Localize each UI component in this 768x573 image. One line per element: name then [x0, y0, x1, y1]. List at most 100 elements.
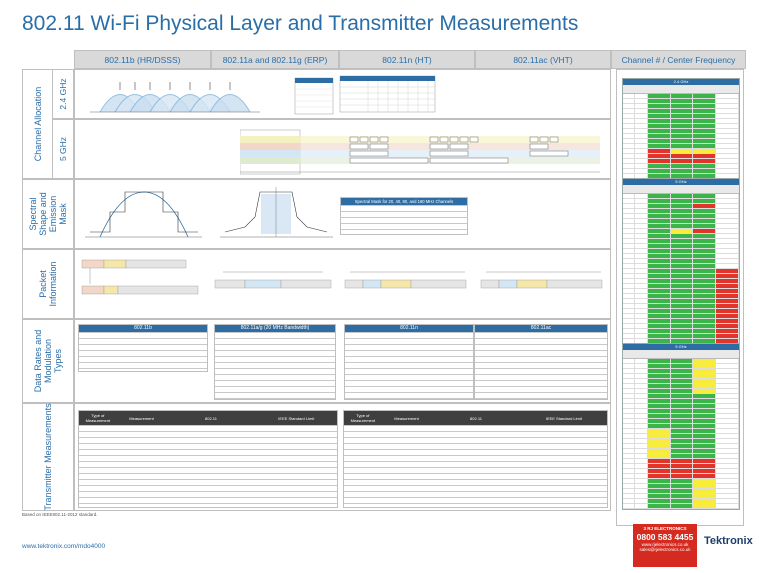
channel-status-row [623, 374, 739, 379]
channel-status-row [623, 214, 739, 219]
channel-status-row [623, 149, 739, 154]
channel-status-row [623, 454, 739, 459]
column-header-80211ac: 802.11ac (VHT) [475, 50, 611, 69]
channel-status-row [623, 154, 739, 159]
table-80211b-rates-title: 802.11b [79, 325, 207, 332]
row-label-spectral: Spectral Shape and Emission Mask [22, 179, 74, 249]
channel-status-row [623, 139, 739, 144]
channel-status-row [623, 204, 739, 209]
footer-note: Based on IEEE802.11-2012 standard. [22, 512, 98, 517]
channel-status-row [623, 169, 739, 174]
table-80211ac-rates-title: 802.11ac [475, 325, 607, 332]
channel-status-row [623, 449, 739, 454]
channel-allocation-5ghz-figure [240, 129, 600, 175]
channel-status-row [623, 124, 739, 129]
spectral-80211b-figure [85, 191, 202, 238]
promo-box: 3 RJ ELECTRONICS 0800 583 4455 www.rjele… [633, 524, 697, 567]
page-title: 802.11 Wi-Fi Physical Layer and Transmit… [22, 12, 579, 35]
channel-status-row [623, 199, 739, 204]
channel-status-row [623, 119, 739, 124]
channel-status-row [623, 109, 739, 114]
channel-status-row [623, 134, 739, 139]
channel-frequency-column: 2.4 GHz 5 GHz 5 GHz [616, 69, 744, 526]
channel-status-row [623, 489, 739, 494]
channel-status-row [623, 379, 739, 384]
channel-status-row [623, 329, 739, 334]
table-80211n-rates-title: 802.11n [345, 325, 473, 332]
channel-status-row [623, 234, 739, 239]
table-transmitter-measurements-1: Type of Measurement Measurement 802.11 I… [78, 410, 338, 508]
channel-table-24ghz-n [339, 75, 436, 113]
tx2-col-type: Type of Measurement [344, 411, 382, 425]
channel-status-row [623, 309, 739, 314]
row-sublabel-24ghz: 2.4 GHz [52, 69, 74, 119]
channel-status-row [623, 469, 739, 474]
sublabel-text: 5 GHz [58, 136, 68, 162]
row-label-text: Packet Information [38, 261, 58, 307]
channel-status-row [623, 419, 739, 424]
channel-status-row [623, 94, 739, 99]
channel-status-row [623, 359, 739, 364]
tx1-col-measurement: Measurement [116, 411, 167, 425]
channel-status-row [623, 464, 739, 469]
row-label-text: Data Rates and Modulation Types [33, 329, 63, 393]
table-80211ag-rates-title: 802.11a/g (20 MHz Bandwidth) [215, 325, 335, 332]
column-header-80211ag: 802.11a and 802.11g (ERP) [211, 50, 339, 69]
spectral-mask-table-title: Spectral Mask for 20, 40, 80, and 160 MH… [341, 198, 467, 205]
channel-status-row [623, 444, 739, 449]
channel-status-row [623, 499, 739, 504]
tx1-col-80211: 802.11 [166, 411, 256, 425]
channel-status-row [623, 319, 739, 324]
row-label-transmitter: Transmitter Measurements [22, 403, 74, 511]
channel-status-row [623, 289, 739, 294]
channel-status-row [623, 314, 739, 319]
promo-phone: 0800 583 4455 [636, 532, 694, 542]
channel-status-row [623, 459, 739, 464]
channel-status-row [623, 479, 739, 484]
spectral-mask-table: Spectral Mask for 20, 40, 80, and 160 MH… [340, 197, 468, 235]
tx2-col-measurement: Measurement [381, 411, 432, 425]
channel-status-row [623, 384, 739, 389]
tx2-col-ieee-limit: IEEE Standard Limit [520, 411, 608, 425]
channel-status-row [623, 484, 739, 489]
tx1-col-ieee-limit: IEEE Standard Limit [255, 411, 337, 425]
channel-table-5ghz-a-title: 5 GHz [623, 179, 739, 185]
channel-status-row [623, 254, 739, 259]
channel-status-row [623, 429, 739, 434]
channel-table-24ghz-title: 2.4 GHz [623, 79, 739, 85]
promo-web[interactable]: www.rjelectronics.co.uk [641, 542, 689, 547]
channel-status-row [623, 114, 739, 119]
footer-url-link[interactable]: www.tektronix.com/mdo4000 [22, 543, 106, 550]
channel-status-row [623, 434, 739, 439]
channel-status-row [623, 364, 739, 369]
row-label-text: Spectral Shape and Emission Mask [28, 192, 68, 236]
promo-email[interactable]: sales@rjelectronics.co.uk [639, 547, 691, 552]
channel-status-row [623, 414, 739, 419]
tx2-col-80211: 802.11 [431, 411, 521, 425]
channel-status-row [623, 159, 739, 164]
channel-status-row [623, 239, 739, 244]
row-label-data-rates: Data Rates and Modulation Types [22, 319, 74, 403]
channel-status-row [623, 144, 739, 149]
row-sublabel-5ghz: 5 GHz [52, 119, 74, 179]
row-label-text: Transmitter Measurements [43, 403, 53, 511]
channel-status-row [623, 229, 739, 234]
channel-status-row [623, 264, 739, 269]
channel-status-row [623, 404, 739, 409]
channel-status-row [623, 394, 739, 399]
channel-status-row [623, 219, 739, 224]
channel-status-row [623, 424, 739, 429]
tektronix-logo: Tektronix [704, 535, 753, 547]
channel-status-row [623, 409, 739, 414]
channel-status-row [623, 209, 739, 214]
packet-80211ag-figure [214, 271, 332, 289]
channel-status-row [623, 369, 739, 374]
channel-status-row [623, 304, 739, 309]
channel-status-row [623, 504, 739, 509]
channel-status-row [623, 324, 739, 329]
column-header-channel: Channel # / Center Frequency [611, 50, 746, 69]
channel-status-row [623, 389, 739, 394]
channel-status-row [623, 224, 739, 229]
packet-80211n-figure [344, 271, 467, 289]
promo-company: 3 RJ ELECTRONICS [643, 526, 687, 531]
